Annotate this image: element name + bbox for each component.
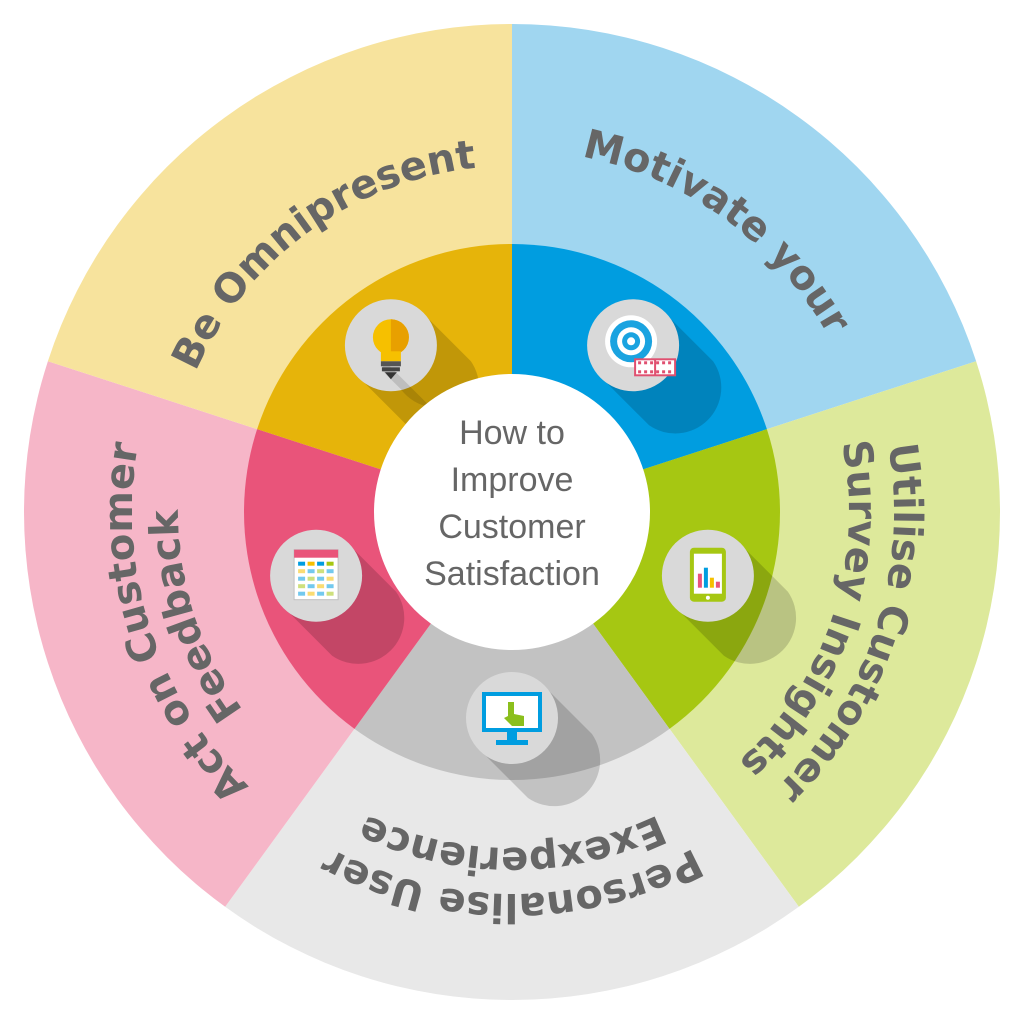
- center-title: How to Improve Customer Satisfaction: [424, 414, 600, 593]
- center-line-1: How to: [459, 414, 565, 452]
- target-film-icon: [587, 299, 722, 434]
- tablet-chart-icon: [661, 529, 797, 664]
- center-line-2: Improve: [451, 461, 574, 499]
- spreadsheet-icon: [270, 529, 405, 664]
- center-circle: [374, 374, 650, 650]
- center-line-3: Customer: [438, 508, 585, 546]
- center-line-4: Satisfaction: [424, 555, 600, 593]
- monitor-pointer-icon: [466, 672, 601, 807]
- label-motivate-employees-line-2: Employees: [0, 0, 122, 10]
